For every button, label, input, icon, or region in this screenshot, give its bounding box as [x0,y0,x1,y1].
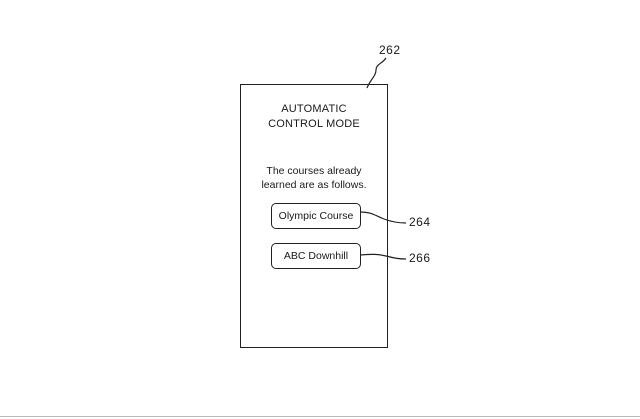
device-screen: AUTOMATIC CONTROL MODE The courses alrea… [240,84,388,348]
mode-title: AUTOMATIC CONTROL MODE [268,103,360,130]
course-button-abc-downhill[interactable]: ABC Downhill [271,243,361,269]
reference-numeral-264: 264 [409,215,431,229]
reference-numeral-266: 266 [409,251,431,265]
reference-numeral-262: 262 [379,43,401,57]
bottom-divider [0,416,640,417]
courses-intro-text: The courses already learned are as follo… [261,165,367,191]
course-button-olympic[interactable]: Olympic Course [271,203,361,229]
